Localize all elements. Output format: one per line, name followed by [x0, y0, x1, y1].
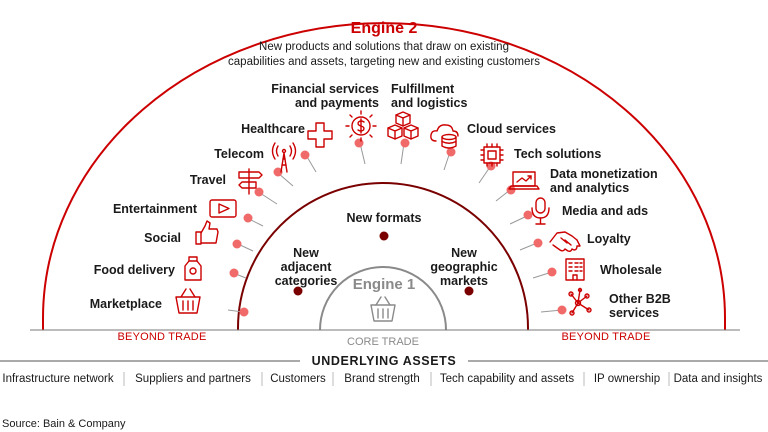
outer-dot	[239, 307, 249, 317]
label-entertainment: Entertainment	[112, 202, 197, 216]
label-other-b2b-line1: Other B2B	[609, 292, 671, 306]
antenna-tower-icon	[271, 142, 297, 173]
label-new-geographic-markets-line2: geographic	[430, 260, 498, 274]
label-other-b2b: Other B2B services	[609, 292, 671, 320]
label-data-monetization-line1: Data monetization	[550, 167, 658, 181]
label-new-adjacent-categories: New adjacent categories	[275, 246, 338, 288]
dollar-gear-icon	[345, 110, 377, 142]
label-financial-services: Financial services and payments	[271, 82, 379, 110]
inner-dot	[464, 286, 474, 296]
source-note: Source: Bain & Company	[2, 418, 126, 430]
outer-dots	[229, 138, 567, 317]
network-icon	[568, 287, 592, 316]
basket-icon	[175, 288, 201, 314]
outer-dot	[229, 268, 239, 278]
outer-dot	[547, 267, 557, 277]
label-new-formats: New formats	[346, 211, 422, 225]
video-play-icon	[209, 199, 237, 218]
label-wholesale: Wholesale	[600, 263, 662, 277]
label-media-and-ads: Media and ads	[562, 204, 649, 218]
handshake-icon	[549, 231, 581, 252]
label-new-geographic-markets-line1: New	[451, 246, 477, 260]
underlying-assets-title: UNDERLYING ASSETS	[311, 354, 457, 368]
asset-data-and-insights: Data and insights	[673, 373, 763, 385]
label-healthcare: Healthcare	[241, 122, 305, 136]
thumbs-up-icon	[195, 220, 219, 245]
asset-ip-ownership: IP ownership	[593, 373, 661, 385]
outer-dot	[400, 138, 410, 148]
microchip-icon	[480, 143, 504, 167]
label-data-monetization: Data monetization and analytics	[550, 167, 658, 195]
asset-tech-capability: Tech capability and assets	[439, 373, 575, 385]
label-new-adjacent-categories-line3: categories	[274, 274, 338, 288]
outer-dot	[557, 305, 567, 315]
label-marketplace: Marketplace	[89, 297, 162, 311]
label-fulfillment: Fulfillment and logistics	[391, 82, 467, 110]
label-financial-services-line2: and payments	[294, 96, 379, 110]
signpost-icon	[238, 168, 263, 195]
label-fulfillment-line2: and logistics	[391, 96, 468, 110]
core-trade-basket-icon	[370, 296, 396, 322]
label-travel: Travel	[189, 173, 226, 187]
engine1-arch	[319, 266, 447, 331]
medical-cross-icon	[307, 122, 333, 148]
label-tech-solutions: Tech solutions	[514, 147, 602, 161]
connector-line	[478, 166, 491, 184]
outer-dot	[254, 187, 264, 197]
outer-dot	[300, 150, 310, 160]
label-financial-services-line1: Financial services	[271, 82, 379, 96]
asset-infrastructure-network: Infrastructure network	[2, 373, 114, 385]
milk-carton-icon	[184, 256, 202, 281]
label-other-b2b-line2: services	[609, 306, 660, 320]
engine2-title: Engine 2	[350, 20, 418, 37]
assets-separators	[123, 372, 670, 386]
asset-customers: Customers	[270, 373, 326, 385]
label-new-adjacent-categories-line2: adjacent	[280, 260, 332, 274]
inner-dot	[293, 286, 303, 296]
asset-suppliers-and-partners: Suppliers and partners	[135, 373, 251, 385]
building-icon	[565, 258, 585, 281]
outer-dot	[533, 238, 543, 248]
cloud-database-icon	[430, 124, 459, 149]
stacked-boxes-icon	[387, 111, 419, 140]
engine2-description-line2: capabilities and assets, targeting new a…	[228, 56, 540, 68]
label-data-monetization-line2: and analytics	[550, 181, 630, 195]
outer-dot	[486, 161, 496, 171]
beyond-trade-label-left: BEYOND TRADE	[117, 331, 207, 343]
microphone-icon	[531, 197, 550, 225]
laptop-chart-icon	[508, 171, 540, 190]
inner-dots	[293, 231, 474, 296]
outer-dot	[273, 167, 283, 177]
connector-line	[259, 192, 278, 205]
label-cloud-services: Cloud services	[467, 122, 556, 136]
engine1-title: Engine 1	[352, 276, 416, 293]
outer-dot	[506, 185, 516, 195]
engine2-arch	[42, 22, 726, 330]
label-social: Social	[144, 231, 181, 245]
outer-dot	[232, 239, 242, 249]
inner-dot	[379, 231, 389, 241]
label-new-adjacent-categories-line1: New	[293, 246, 319, 260]
label-new-geographic-markets-line3: markets	[440, 274, 488, 288]
asset-brand-strength: Brand strength	[344, 373, 420, 385]
label-fulfillment-line1: Fulfillment	[391, 82, 455, 96]
label-telecom: Telecom	[214, 147, 264, 161]
engine2-description-line1: New products and solutions that draw on …	[259, 41, 509, 53]
outer-dot	[354, 138, 364, 148]
beyond-trade-label-right: BEYOND TRADE	[561, 331, 651, 343]
inner-arch	[237, 182, 529, 330]
label-loyalty: Loyalty	[587, 232, 631, 246]
label-food-delivery: Food delivery	[93, 263, 175, 277]
outer-dot	[446, 147, 456, 157]
core-trade-label: CORE TRADE	[347, 336, 419, 348]
label-new-geographic-markets: New geographic markets	[430, 246, 497, 288]
outer-dot	[243, 213, 253, 223]
outer-dot	[523, 210, 533, 220]
